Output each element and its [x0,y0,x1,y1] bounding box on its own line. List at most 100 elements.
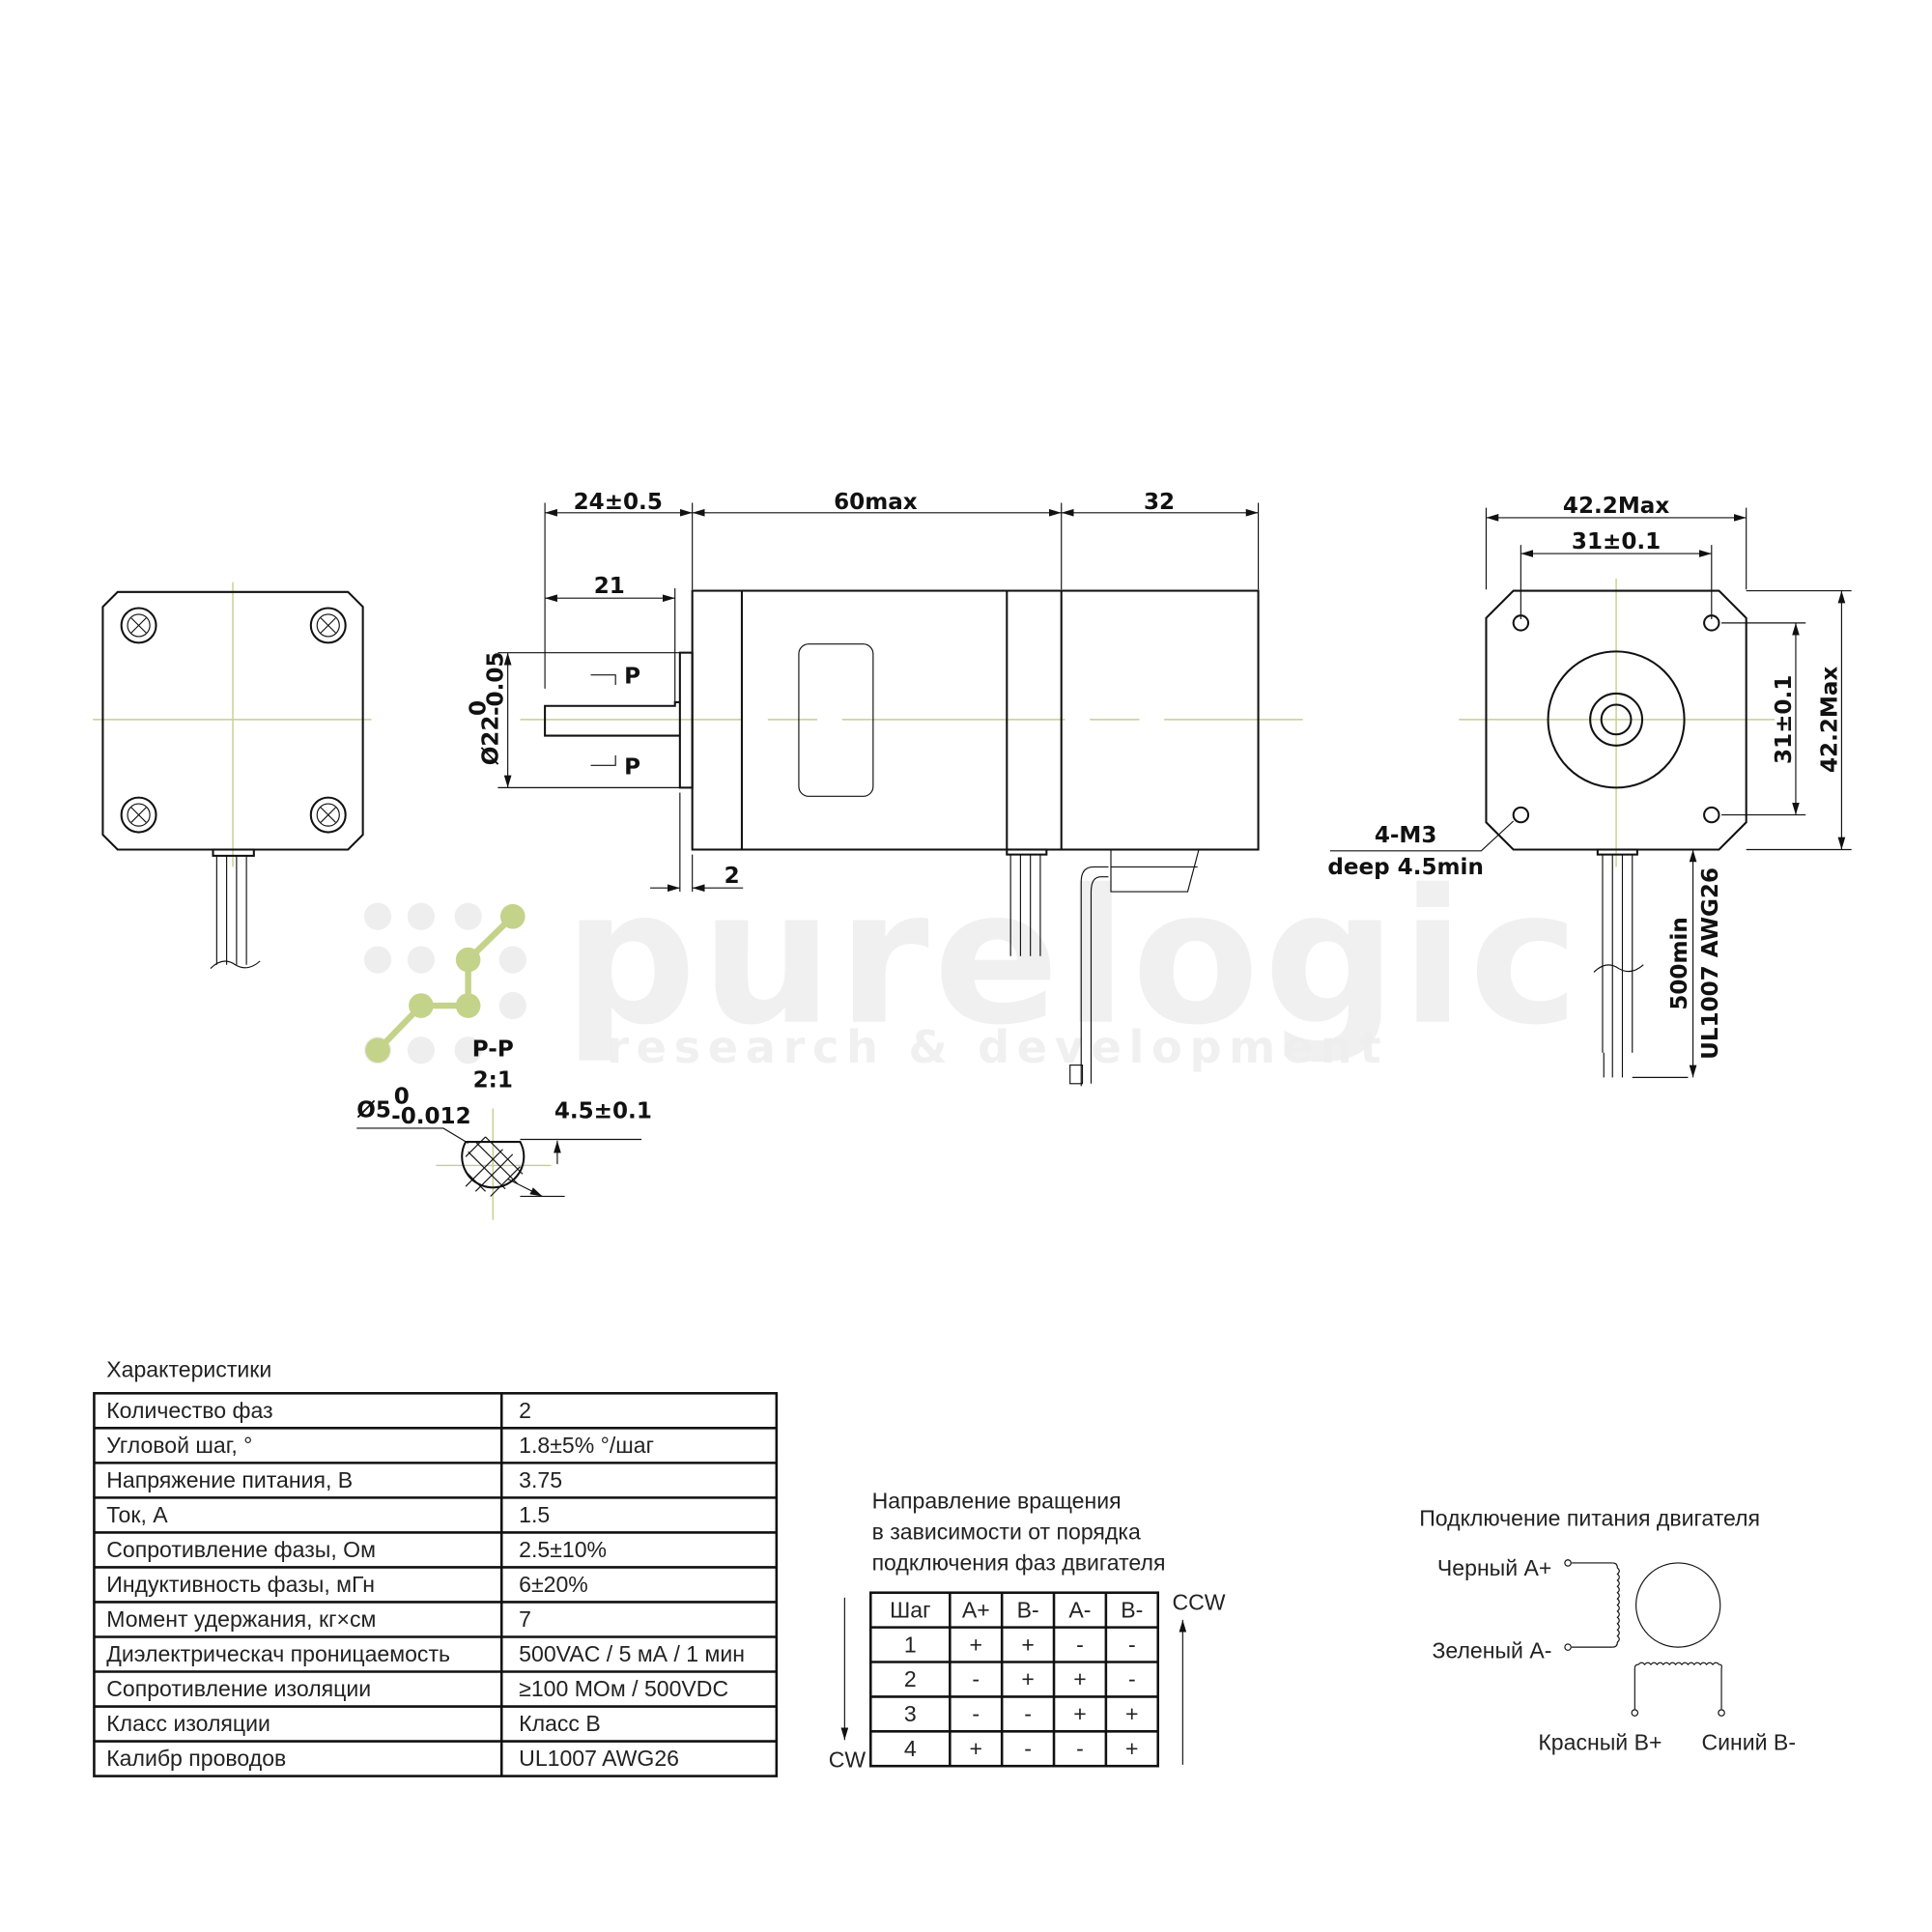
spec-row: Сопротивление фазы, Ом 2.5±10% [106,1537,607,1562]
specs-title: Характеристики [106,1357,271,1382]
spec-row: Калибр проводов UL1007 AWG26 [106,1746,679,1771]
rear-view [93,582,372,969]
rotation-cell: 3 [904,1701,917,1726]
rotation-header: A+ [962,1597,990,1622]
rotation-cell: 1 [904,1632,917,1657]
section-mark: P P [590,665,640,780]
spec-row: Угловой шаг, ° 1.8±5% °/шаг [106,1433,654,1458]
dim-flange-diameter: Ø22 0 -0.05 [467,652,509,766]
watermark-brand: purelogic [563,851,1578,1066]
rotation-cell: - [1076,1632,1084,1657]
watermark-logo: purelogic research & development [363,851,1579,1073]
rotation-cell: - [972,1666,980,1691]
dim-shaft-dia: Ø5 [356,1097,391,1122]
spec-value: 1.8±5% °/шаг [519,1433,654,1458]
rotation-cell: 4 [904,1736,917,1761]
spec-value: 2 [519,1398,531,1423]
spec-label: Угловой шаг, ° [106,1433,252,1458]
spec-label: Сопротивление изоляции [106,1676,371,1701]
spec-label: Калибр проводов [106,1746,286,1771]
rotation-cell: + [1021,1632,1034,1657]
svg-text:-0.05: -0.05 [484,652,509,716]
wiring-title: Подключение питания двигателя [1419,1505,1760,1530]
mounting-hole-icon [1512,614,1720,824]
svg-text:0: 0 [467,700,492,716]
spec-row: Индуктивность фазы, мГн 6±20% [106,1572,588,1597]
rotation-cell: + [1073,1666,1086,1691]
spec-row: Количество фаз 2 [106,1398,531,1423]
spec-value: 7 [519,1606,531,1632]
rotation-table: Направление вращения в зависимости от по… [829,1489,1226,1773]
coil-b-icon [1631,1662,1725,1717]
section-p-p: P-P 2:1 Ø5 0 -0.012 4.5±0.1 [356,1037,652,1220]
wiring-diagram: Подключение питания двигателя Черный A+ … [1419,1505,1796,1754]
spec-label: Момент удержания, кг×см [106,1606,376,1632]
dim-height-max: 42.2Max [1817,667,1842,773]
spec-label: Ток, А [106,1502,168,1527]
rotation-header: A- [1068,1597,1091,1622]
rotation-cell: + [970,1736,982,1761]
dim-lead-wire: UL1007 AWG26 [1698,867,1723,1060]
spec-value: UL1007 AWG26 [519,1746,679,1771]
hole-depth: deep 4.5min [1327,855,1484,880]
dim-hole-pitch-vertical: 31±0.1 [1772,675,1797,764]
rotation-title-2: в зависимости от порядка [872,1520,1141,1545]
rotation-cell: - [1076,1736,1084,1761]
spec-row: Сопротивление изоляции ≥100 МОм / 500VDC [106,1676,728,1701]
svg-text:P: P [624,754,640,780]
rotation-cell: - [1128,1666,1136,1691]
hole-spec: 4-M3 [1375,823,1437,848]
rotation-header: Шаг [890,1597,930,1622]
dim-flange-thickness: 2 [724,864,740,889]
dim-hole-pitch: 31±0.1 [1572,529,1661,554]
svg-text:-0.012: -0.012 [391,1104,471,1129]
svg-text:P: P [624,665,640,690]
dim-lead-length: 500min [1667,917,1692,1010]
dim-flat: 4.5±0.1 [554,1099,652,1124]
rotation-cell: - [1024,1736,1032,1761]
rotation-cell: + [1125,1701,1138,1726]
spec-row: Ток, А 1.5 [106,1502,550,1527]
rotation-cell: - [972,1701,980,1726]
spec-label: Индуктивность фазы, мГн [106,1572,375,1597]
coil-a-icon [1564,1559,1620,1651]
spec-value: ≥100 МОм / 500VDC [519,1676,728,1701]
dim-width-max: 42.2Max [1563,494,1669,519]
spec-value: 500VAC / 5 мА / 1 мин [519,1641,745,1666]
rotation-cell: + [1125,1736,1138,1761]
rotation-title-1: Направление вращения [872,1489,1122,1514]
wire-a-minus: Зеленый A- [1432,1638,1551,1663]
dim-shaft-ext: 24±0.5 [574,490,663,515]
spec-value: 6±20% [519,1572,588,1597]
front-view: 42.2Max 31±0.1 31±0.1 42.2Max 4-M3 deep … [1327,494,1852,1078]
spec-row: Диэлектрическач проницаемость 500VAC / 5 … [106,1641,745,1666]
rotation-title-3: подключения фаз двигателя [872,1550,1166,1576]
spec-value: 3.75 [519,1467,562,1492]
cw-label: CW [829,1747,867,1772]
rotation-cell: + [970,1632,982,1657]
spec-value: 2.5±10% [519,1537,607,1562]
rotation-cell: 2 [904,1666,917,1691]
spec-value: Класс B [519,1711,601,1736]
rotation-header: B- [1121,1597,1143,1622]
spec-label: Диэлектрическач проницаемость [106,1641,450,1666]
svg-text:Ø22: Ø22 [478,716,503,766]
spec-label: Количество фаз [106,1398,272,1423]
svg-text:0: 0 [394,1084,410,1109]
spec-label: Напряжение питания, В [106,1467,353,1492]
section-title: P-P [472,1037,514,1063]
spec-row: Момент удержания, кг×см 7 [106,1606,531,1632]
ccw-label: CCW [1172,1590,1225,1615]
section-scale: 2:1 [473,1068,513,1094]
wire-b-plus: Красный B+ [1538,1730,1662,1755]
spec-value: 1.5 [519,1502,550,1527]
watermark-tagline: research & development [607,1021,1388,1073]
dim-shaft-flat: 21 [594,574,625,599]
rotation-header: B- [1017,1597,1039,1622]
dim-body-length: 60max [834,490,918,515]
spec-label: Сопротивление фазы, Ом [106,1537,376,1562]
screw-icon [120,607,347,834]
